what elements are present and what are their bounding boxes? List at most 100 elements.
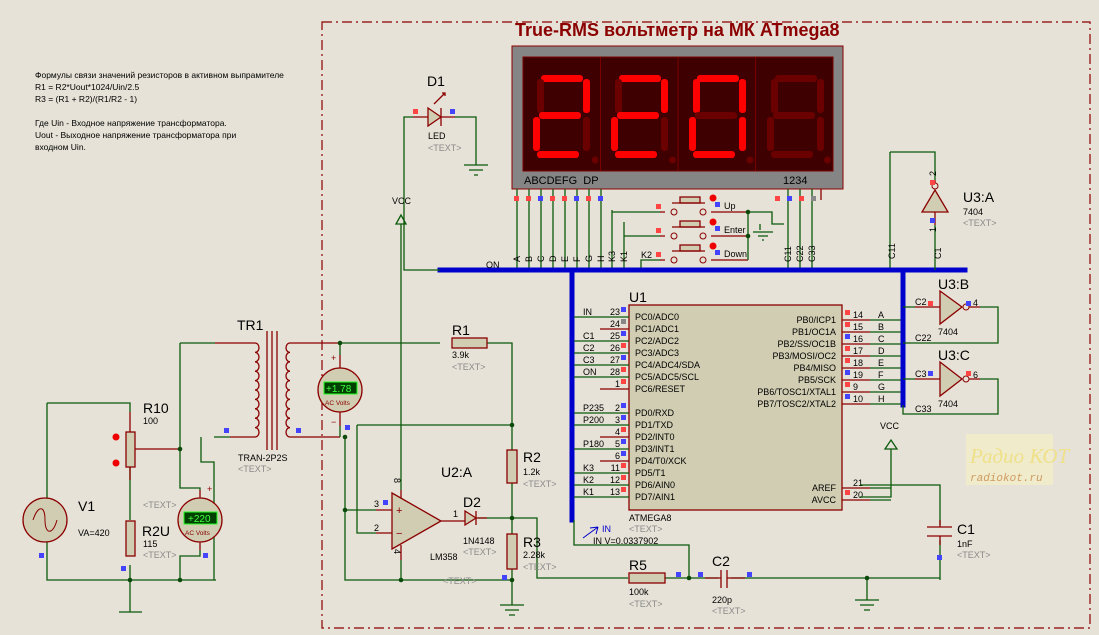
r2u-ref: R2U [142, 523, 170, 539]
noninverting-sign: + [396, 505, 402, 517]
capacitor-c1[interactable] [927, 520, 952, 545]
segment-d [615, 151, 657, 158]
pin-number: 1 [615, 379, 620, 389]
transformer-tr1[interactable]: TR1 TRAN-2P2S <TEXT> [215, 317, 340, 474]
segment-g [539, 112, 581, 119]
button-enter[interactable]: Enter [656, 218, 748, 240]
u3a-value: 7404 [963, 207, 983, 217]
u2-value: LM358 [430, 552, 458, 562]
segment-f [771, 79, 778, 113]
r5-value: 100k [629, 587, 649, 597]
vcc-label: VCC [880, 421, 900, 431]
pin-marker [845, 322, 850, 327]
button-up[interactable]: Up [656, 194, 748, 216]
c1-ref: C1 [957, 521, 975, 537]
pin-marker [845, 358, 850, 363]
pin-marker [621, 319, 626, 324]
voltage-probe-in[interactable]: IN IN V=0.0337902 [582, 524, 658, 546]
pin-name: PD3/INT1 [635, 444, 675, 454]
pin-name: PC3/ADC3 [635, 348, 679, 358]
pin-number: 16 [853, 334, 863, 344]
pin-name: PB2/SS/OC1B [777, 339, 836, 349]
inverter-u3b[interactable]: C2 4 C22 U3:B 7404 [903, 276, 999, 344]
segment-e [611, 117, 618, 151]
capacitor-c2[interactable] [705, 570, 745, 588]
pin-name: PD7/AIN1 [635, 492, 675, 502]
pin-marker [621, 355, 626, 360]
resistor-r3[interactable] [506, 533, 518, 570]
bus-label: A [512, 256, 522, 262]
bus-label: G [584, 255, 594, 262]
pin-number: 2 [374, 523, 379, 533]
vcc-terminal: VCC [392, 196, 412, 490]
segment-b [583, 79, 590, 113]
pin-number: 21 [853, 478, 863, 488]
bus-label: C22 [795, 245, 805, 262]
d2-ref: D2 [463, 494, 481, 510]
pin-marker [621, 331, 626, 336]
segment-c [739, 117, 746, 151]
bus-label: D [548, 255, 558, 262]
opamp-u2a[interactable]: + − [376, 490, 465, 560]
diode-d2[interactable] [464, 509, 487, 527]
voltmeter-reading: +220 [188, 514, 211, 525]
pin-marker [621, 403, 626, 408]
pin-number: 1 [928, 227, 938, 232]
r1-value: 3.9k [452, 350, 470, 360]
u3b-ref: U3:B [938, 276, 969, 292]
pin-marker [845, 310, 850, 315]
pin-name: PC6/RESET [635, 384, 686, 394]
note-line: Где Uin - Входное напряжение трансформат… [35, 118, 227, 128]
seven-segment-display[interactable]: ABCDEFG DP 1234 [511, 45, 844, 190]
c1-text: <TEXT> [957, 550, 991, 560]
u1-ref: U1 [629, 289, 647, 305]
potentiometer-r10[interactable] [112, 412, 181, 480]
v1-ref: V1 [78, 498, 95, 514]
segment-d [693, 151, 735, 158]
button-up-label: Up [724, 201, 736, 211]
r5-text: <TEXT> [629, 599, 663, 609]
pin-number: 17 [853, 346, 863, 356]
bus-label: E [560, 256, 570, 262]
pin-number: 10 [853, 394, 863, 404]
u3c-value: 7404 [938, 399, 958, 409]
segment-a [697, 75, 739, 82]
bus-label: K1 [619, 251, 629, 262]
inverting-sign: − [396, 528, 402, 540]
pin-number: 6 [615, 451, 620, 461]
net-label: C3 [915, 369, 927, 379]
tr1-ref: TR1 [237, 317, 264, 333]
d2-value: 1N4148 [463, 536, 495, 546]
net-label: E [878, 358, 884, 368]
pin-name: PB6/TOSC1/XTAL1 [757, 387, 836, 397]
inverter-u3c[interactable]: C3 6 C33 U3:C 7404 [902, 347, 999, 415]
bus-label: C11 [783, 246, 793, 262]
pin-number: 5 [615, 439, 620, 449]
inverter-u3a[interactable]: U3:A 7404 <TEXT> 2 1 C1 C11 [887, 171, 997, 270]
r1-ref: R1 [452, 322, 470, 338]
resistor-r1[interactable] [451, 337, 488, 349]
button-down[interactable]: Down K2 [641, 242, 748, 264]
net-label-k2: K2 [641, 250, 652, 260]
segment-f [537, 79, 544, 113]
pin-number: 24 [610, 319, 620, 329]
sheet-border [321, 21, 1091, 629]
resistor-r5[interactable] [628, 572, 666, 584]
voltmeter-primary[interactable]: + +220 AC Volts [177, 484, 223, 550]
net-label: C22 [915, 333, 932, 343]
c2-ref: C2 [712, 553, 730, 569]
segment-b [661, 79, 668, 113]
pin-marker [621, 427, 626, 432]
pin-marker [621, 463, 626, 468]
led-d1[interactable]: D1 LED <TEXT> [403, 73, 488, 271]
resistor-r2u[interactable] [125, 520, 136, 557]
pin-number: 6 [973, 370, 978, 380]
tr1-text: <TEXT> [238, 464, 272, 474]
resistor-r2[interactable] [506, 449, 518, 484]
net-label: C2 [915, 297, 927, 307]
segment-c [661, 117, 668, 151]
net-label: A [878, 310, 884, 320]
d1-value: LED [428, 131, 446, 141]
voltmeter-secondary[interactable]: + − +1.78 AC Volts [317, 353, 363, 430]
